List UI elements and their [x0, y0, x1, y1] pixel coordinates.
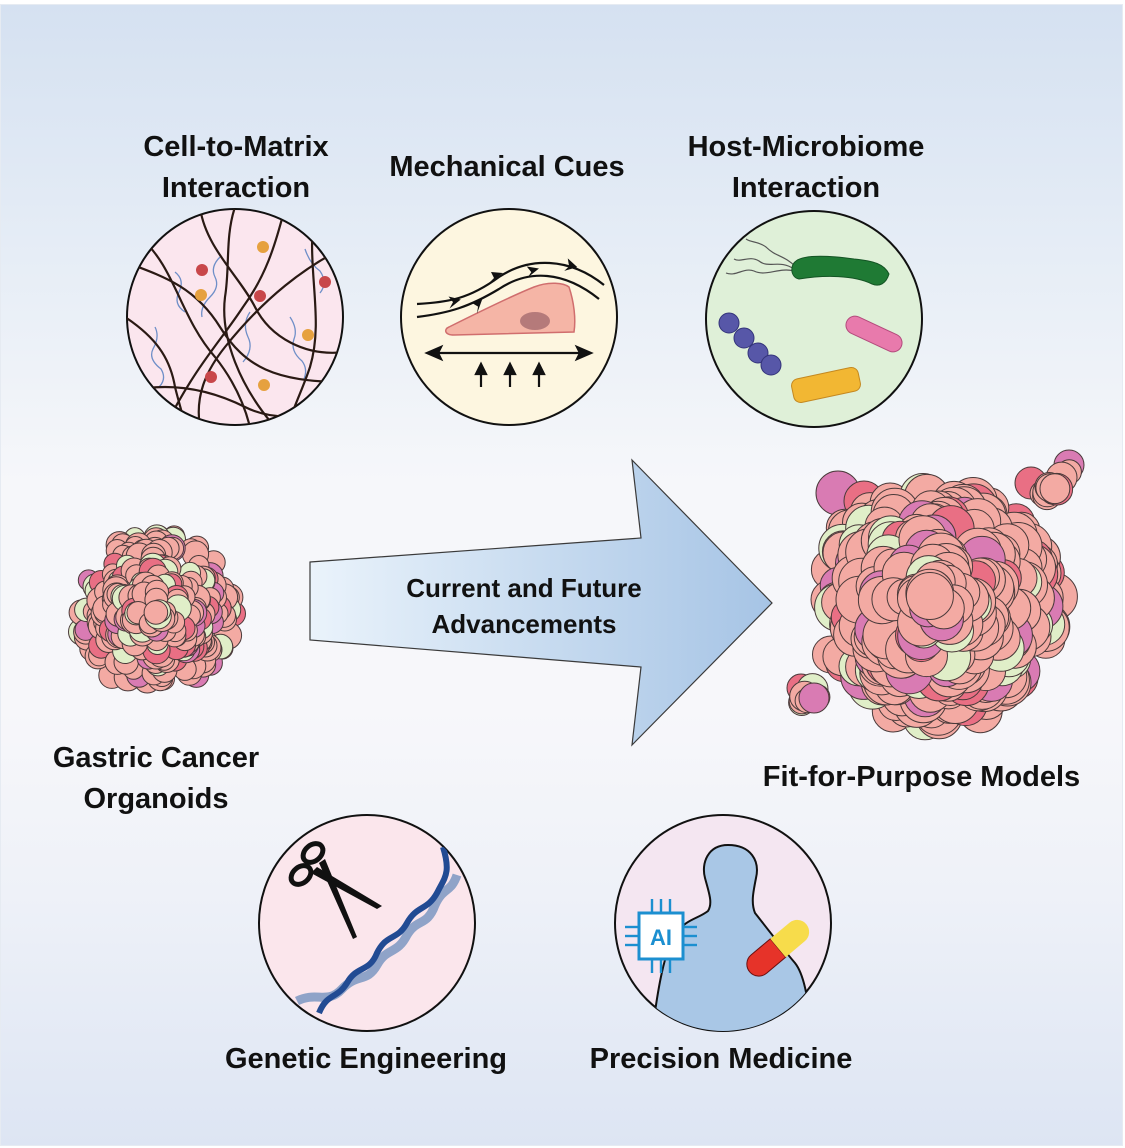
matrix-fibrils-blue — [150, 248, 325, 388]
matrix-circle — [126, 208, 344, 426]
ai-chip-icon: AI — [625, 899, 697, 973]
genetic-engineering-label: Genetic Engineering — [191, 1039, 541, 1080]
dna-helix — [294, 846, 462, 1015]
mechanical-label: Mechanical Cues — [367, 147, 647, 188]
fit-for-purpose-label-text: Fit-for-Purpose Models — [762, 761, 1081, 793]
organoid-cell — [143, 600, 169, 625]
arrow-shape — [309, 458, 773, 747]
fit-for-purpose-label: Fit-for-Purpose Models — [729, 757, 1114, 798]
advancement-arrow — [309, 458, 773, 747]
matrix-cell-red — [205, 371, 217, 383]
organoid-cell — [905, 572, 954, 620]
arrow-label: Current and Future Advancements — [359, 570, 689, 642]
matrix-cell-orange — [302, 329, 314, 341]
genetic-engineering-label-text: Genetic Engineering — [225, 1043, 507, 1075]
matrix-cells — [195, 241, 331, 391]
organoid-label-line2: Organoids — [83, 783, 229, 815]
matrix-fibers-dark — [127, 209, 343, 425]
flagella — [725, 238, 797, 275]
flow-arrowheads — [448, 258, 578, 314]
matrix-cell-red — [254, 290, 266, 302]
matrix-cell-red — [196, 264, 208, 276]
microbiome-label-line1: Host-Microbiome — [687, 131, 925, 163]
chip-ai-text: AI — [650, 925, 672, 950]
precision-medicine-label-text: Precision Medicine — [589, 1043, 853, 1075]
rod-bacterium-pink — [845, 315, 903, 353]
matrix-fibers — [127, 209, 343, 425]
cocci-chain — [718, 312, 782, 376]
precision-medicine-circle: AI — [614, 814, 832, 1032]
stretch-arrows — [424, 344, 594, 387]
organoid-label-line1: Gastric Cancer — [52, 742, 260, 774]
matrix-label: Cell-to-Matrix Interaction — [101, 127, 371, 209]
scissors-icon — [288, 841, 382, 939]
matrix-label-line1: Cell-to-Matrix — [143, 131, 329, 163]
matrix-cell-orange — [257, 241, 269, 253]
microbiome-label-line2: Interaction — [731, 172, 881, 204]
matrix-cell-red — [319, 276, 331, 288]
organoid-label: Gastric Cancer Organoids — [21, 738, 291, 820]
pill-capsule-icon — [746, 919, 810, 977]
organoid-cell — [1039, 473, 1071, 505]
microbiome-circle — [705, 210, 923, 428]
cell-nucleus — [520, 312, 550, 330]
microbiome-label: Host-Microbiome Interaction — [661, 127, 951, 209]
chip-body — [637, 911, 685, 961]
arrow-label-line1: Current and Future — [406, 573, 642, 603]
rod-bacterium-yellow — [791, 366, 861, 404]
figure-canvas: Cell-to-Matrix Interaction Mechanical Cu… — [0, 4, 1123, 1146]
gastric-cancer-organoid — [68, 524, 247, 694]
dna-strand-dark — [316, 846, 450, 1015]
precision-medicine-label: Precision Medicine — [556, 1039, 886, 1080]
organoid-cell — [798, 682, 830, 714]
fit-for-purpose-organoid — [786, 449, 1085, 741]
genetic-circle-bg — [258, 814, 476, 1032]
matrix-cell-orange — [258, 379, 270, 391]
genetic-engineering-circle — [258, 814, 476, 1032]
matrix-cell-orange — [195, 289, 207, 301]
matrix-label-line2: Interaction — [161, 172, 311, 204]
mechanical-label-line1: Mechanical Cues — [389, 151, 625, 183]
mechanical-circle — [400, 208, 618, 426]
arrow-label-line2: Advancements — [431, 609, 617, 639]
rod-bacterium-green — [791, 255, 890, 286]
chip-pins — [625, 899, 697, 973]
patient-silhouette — [649, 843, 815, 1031]
